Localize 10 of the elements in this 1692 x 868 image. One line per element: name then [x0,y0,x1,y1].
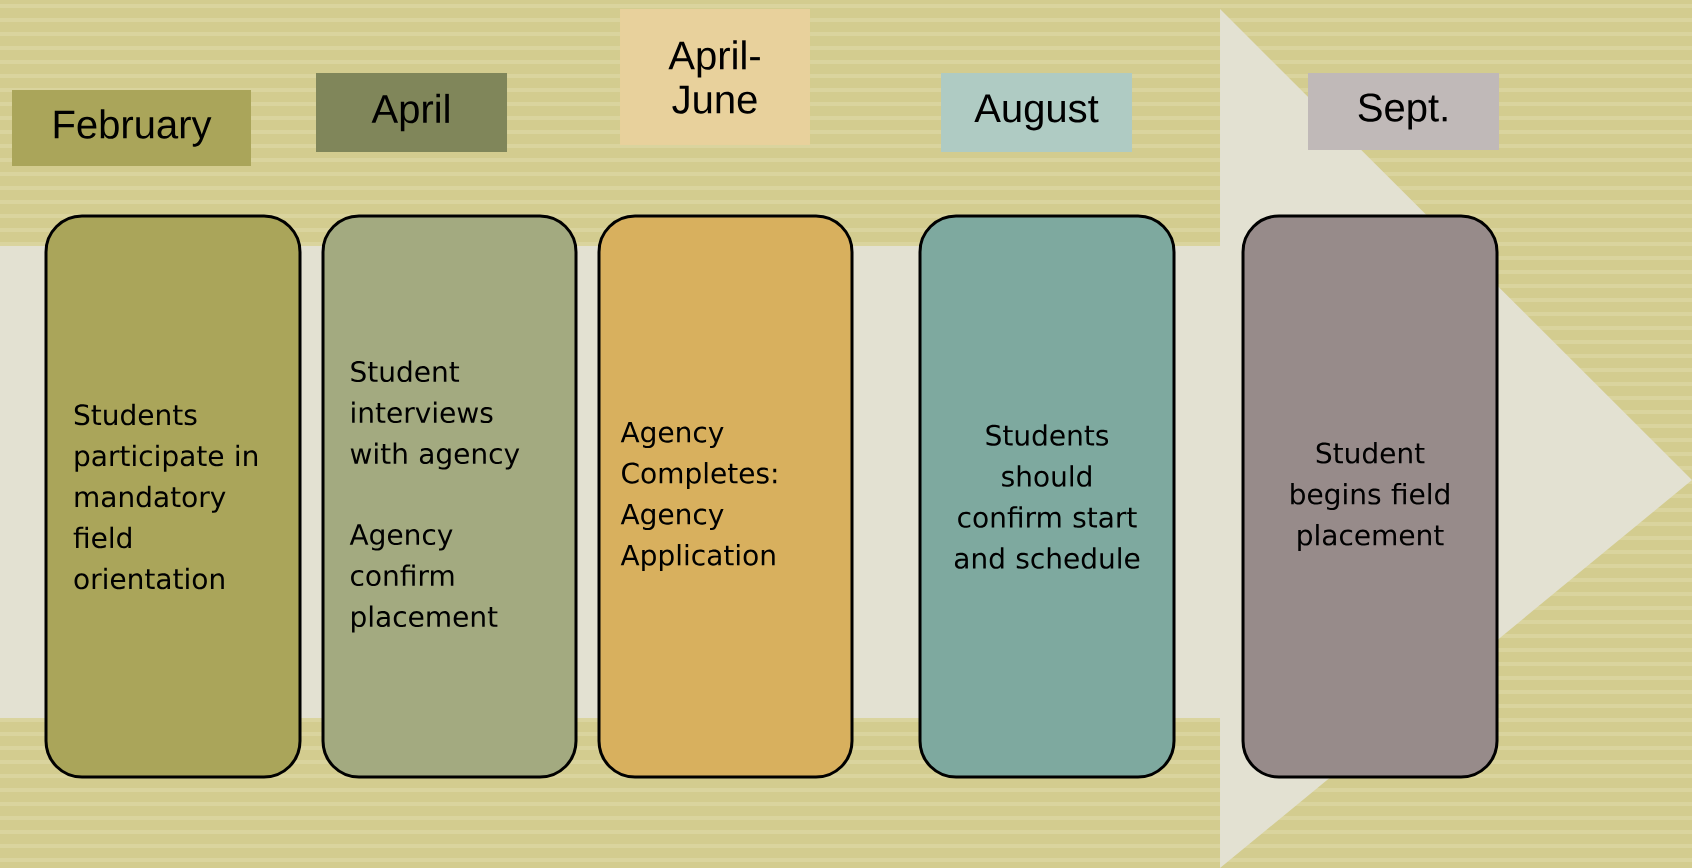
month-label: April-June [620,9,810,145]
step-box: Students should confirm start and schedule [918,214,1176,779]
step-box: Agency Completes: Agency Application [597,214,854,779]
month-label: Sept. [1308,73,1499,150]
month-label: February [12,90,251,166]
month-label: April [316,73,507,152]
step-box: Student interviews with agency Agency confirm placement [321,214,578,779]
step-box: Students participate in mandatory field orientation [44,214,302,779]
step-box: Student begins field placement [1241,214,1499,779]
month-label: August [941,73,1132,152]
